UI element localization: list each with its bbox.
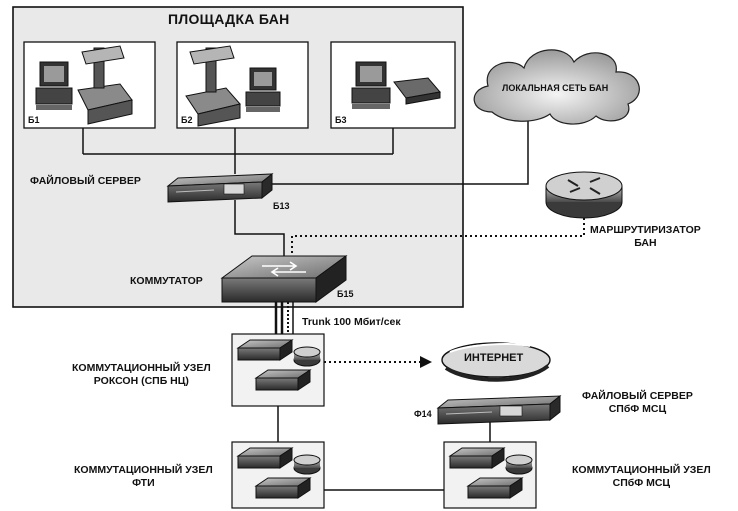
switch-ban-id: Б15 [337,289,354,299]
node-mcc-label-line2: СПбФ МСЦ [612,477,671,489]
node-rokson-label: КОММУТАЦИОННЫЙ УЗЕЛ РОКСОН (СПБ НЦ) [72,362,211,388]
pc-icon [351,61,391,109]
file-server-mcc-label: ФАЙЛОВЫЙ СЕРВЕР СПбФ МСЦ [582,390,693,416]
file-server-mcc-icon [436,394,562,425]
router-ban-label-line2: БАН [634,237,657,249]
router-ban-label: МАРШРУТИРИЗАТОР БАН [590,224,701,250]
switch-ban-label: КОММУТАТОР [130,275,203,287]
pc-icon [245,67,281,112]
link-server-to-switch [234,200,285,256]
workstation-bus [82,128,394,174]
node-fti-label: КОММУТАЦИОННЫЙ УЗЕЛ ФТИ [74,464,213,490]
arrow-right-icon [420,356,432,368]
file-server-ban-icon [166,172,274,203]
workstation-label-b1: Б1 [28,115,40,125]
node-rokson-label-line2: РОКСОН (СПБ НЦ) [93,375,189,387]
node-fti-label-line1: КОММУТАЦИОННЫЙ УЗЕЛ [74,464,213,476]
switch-icon [254,369,312,391]
internet-label: ИНТЕРНЕТ [464,352,524,364]
router-icon [293,346,321,367]
workstation-label-b3: Б3 [335,115,347,125]
switch-icon [236,447,294,469]
switch-icon [236,339,294,361]
lan-cloud [473,49,640,125]
switch-icon [448,447,506,469]
file-server-ban-label: ФАЙЛОВЫЙ СЕРВЕР [30,175,141,187]
file-server-mcc-label-line2: СПбФ МСЦ [608,403,667,415]
node-rokson-label-line1: КОММУТАЦИОННЫЙ УЗЕЛ [72,362,211,374]
switch-icon [254,477,312,499]
router-ban-icon [545,171,623,219]
scanner-station-icon [185,45,241,127]
scanner-station-icon [77,45,133,125]
handheld-device-icon [393,77,441,105]
switch-ban-icon [220,255,348,303]
router-icon [293,454,321,475]
workstation-label-b2: Б2 [181,115,193,125]
file-server-ban-id: Б13 [273,201,290,211]
internet-globe-icon [441,342,551,382]
router-ban-label-line1: МАРШРУТИРИЗАТОР [590,224,701,236]
lan-cloud-label: ЛОКАЛЬНАЯ СЕТЬ БАН [502,83,609,93]
link-router-to-switch [291,218,585,256]
workstation-panel-b3 [330,41,456,129]
node-fti-label-line2: ФТИ [132,477,155,489]
file-server-mcc-id: Ф14 [414,409,432,419]
trunk-link [274,302,294,338]
router-icon [505,454,533,475]
trunk-label: Trunk 100 Мбит/сек [302,316,401,328]
pc-icon [35,61,73,110]
site-title: ПЛОЩАДКА БАН [168,11,290,27]
node-mcc-label-line1: КОММУТАЦИОННЫЙ УЗЕЛ [572,464,711,476]
node-mcc-label: КОММУТАЦИОННЫЙ УЗЕЛ СПбФ МСЦ [572,464,711,490]
switch-icon [466,477,524,499]
file-server-mcc-label-line1: ФАЙЛОВЫЙ СЕРВЕР [582,390,693,402]
link-server-to-lan [272,112,529,185]
